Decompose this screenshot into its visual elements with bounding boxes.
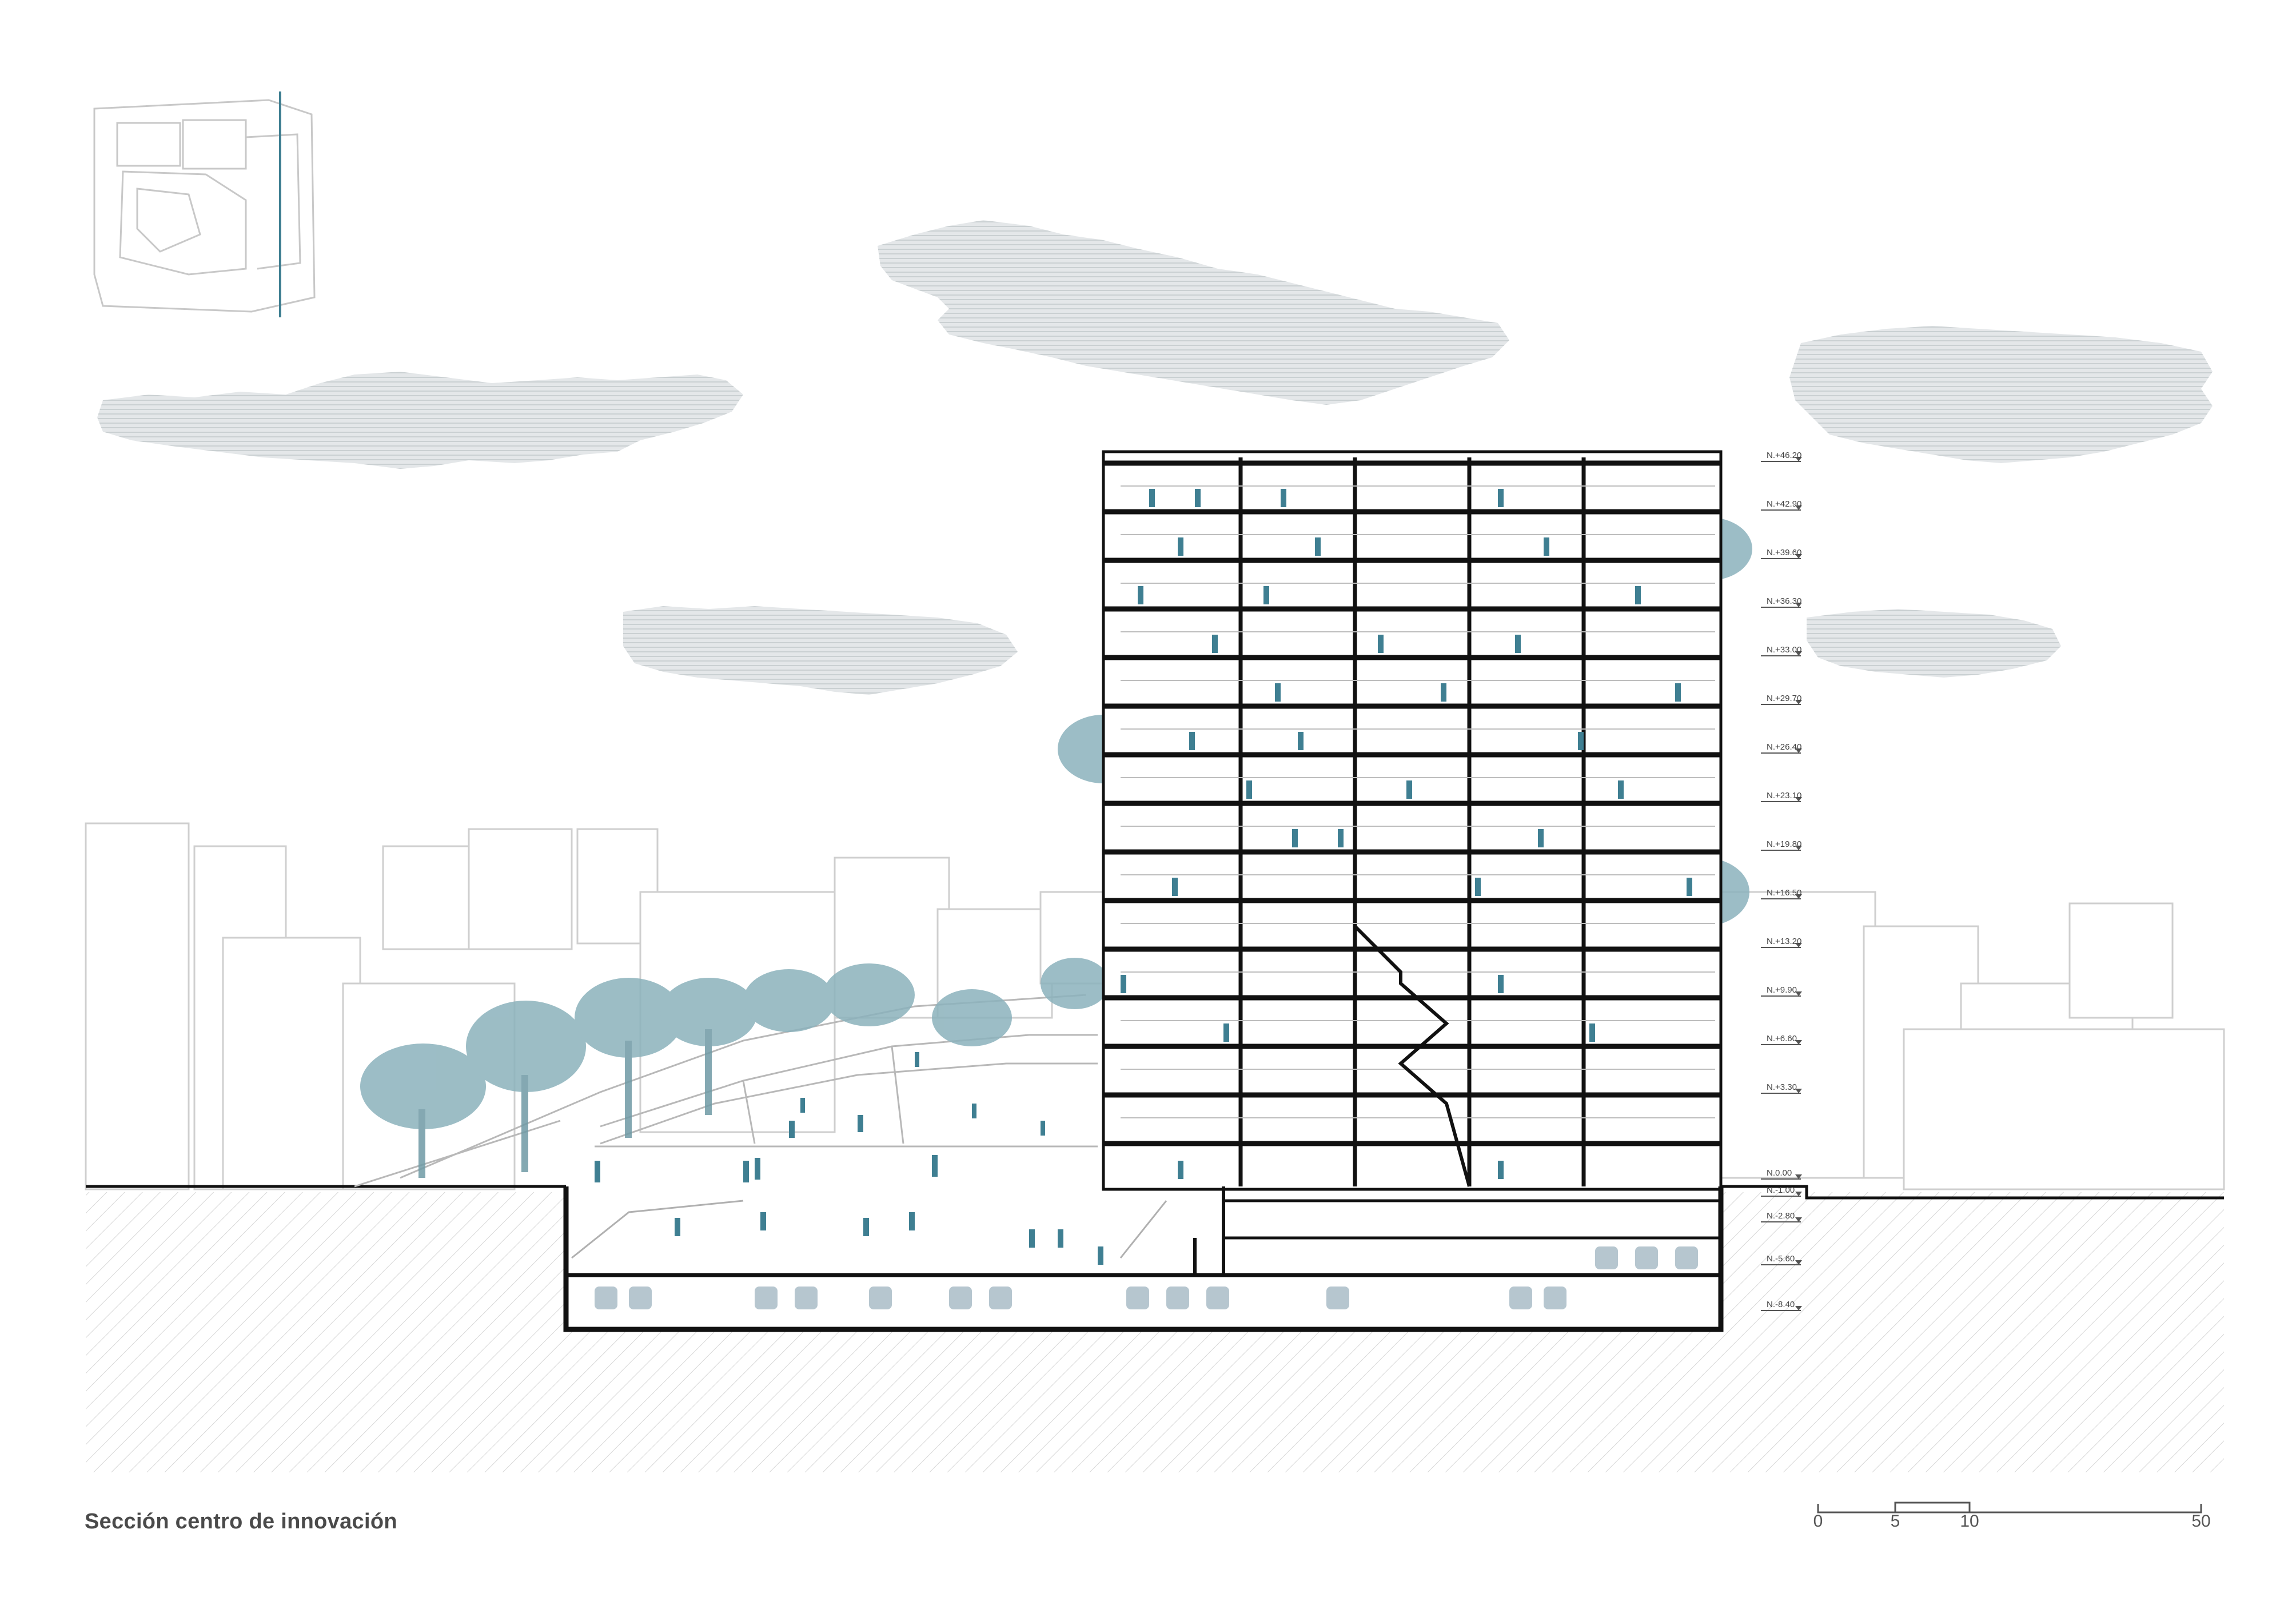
level-marker-label: N.-1.00 xyxy=(1767,1185,1795,1195)
level-marker-label: N.+23.10 xyxy=(1767,791,1801,800)
level-markers: N.+46.20N.+42.90N.+39.60N.+36.30N.+33.00… xyxy=(1761,451,1802,1311)
level-marker-arrow xyxy=(1795,1306,1802,1311)
level-marker-arrow xyxy=(1795,1089,1802,1093)
level-marker-label: N.+16.50 xyxy=(1767,888,1801,898)
trees xyxy=(360,517,1752,1178)
scale-label-10: 10 xyxy=(1960,1512,1979,1531)
level-marker-arrow xyxy=(1795,846,1802,850)
level-marker-label: N.-8.40 xyxy=(1767,1300,1795,1309)
level-marker-label: N.+42.90 xyxy=(1767,499,1801,509)
level-marker-label: N.+9.90 xyxy=(1767,985,1797,995)
level-marker-label: N.+33.00 xyxy=(1767,645,1801,655)
floor-slabs xyxy=(1103,460,1721,1146)
level-marker-arrow xyxy=(1795,700,1802,704)
scale-bar xyxy=(1817,1501,2202,1514)
scale-label-5: 5 xyxy=(1890,1512,1900,1531)
level-marker-label: N.+46.20 xyxy=(1767,451,1801,460)
key-plan xyxy=(93,91,316,317)
plaza-people xyxy=(595,1052,1045,1182)
level-marker-label: N.+29.70 xyxy=(1767,694,1801,703)
level-marker-label: N.+6.60 xyxy=(1767,1034,1797,1044)
level-marker-label: N.-2.80 xyxy=(1767,1211,1795,1221)
cars xyxy=(595,1246,1698,1309)
level-marker-arrow xyxy=(1795,603,1802,607)
scale-label-0: 0 xyxy=(1813,1512,1823,1531)
level-marker-arrow xyxy=(1795,943,1802,947)
level-marker-arrow xyxy=(1795,1174,1802,1179)
level-marker-arrow xyxy=(1795,651,1802,656)
level-marker-label: N.-5.60 xyxy=(1767,1254,1795,1264)
clouds xyxy=(97,220,2213,695)
level-marker-arrow xyxy=(1795,1192,1802,1196)
tower-section xyxy=(1102,450,1723,1191)
level-marker-arrow xyxy=(1795,991,1802,996)
context-buildings xyxy=(85,822,2225,1190)
level-marker-label: N.+19.80 xyxy=(1767,839,1801,849)
level-marker-arrow xyxy=(1795,457,1802,461)
level-marker-arrow xyxy=(1795,1217,1802,1222)
level-marker-label: N.+39.60 xyxy=(1767,548,1801,557)
basement-occupants xyxy=(675,1212,1103,1265)
level-marker-arrow xyxy=(1795,894,1802,899)
basement-section xyxy=(563,1186,1724,1332)
level-marker-label: N.+26.40 xyxy=(1767,742,1801,752)
level-marker-arrow xyxy=(1795,748,1802,753)
level-marker-label: N.+13.20 xyxy=(1767,937,1801,946)
ground-line xyxy=(86,1185,2224,1200)
scale-label-50: 50 xyxy=(2191,1512,2211,1531)
level-marker-arrow xyxy=(1795,1260,1802,1265)
level-marker-label: N.+3.30 xyxy=(1767,1082,1797,1092)
level-marker-label: N.0.00 xyxy=(1767,1168,1792,1178)
level-marker-arrow xyxy=(1795,797,1802,802)
occupants xyxy=(1121,489,1692,1179)
level-marker-arrow xyxy=(1795,505,1802,510)
stair xyxy=(1353,925,1471,1187)
level-marker-arrow xyxy=(1795,554,1802,559)
level-marker-label: N.+36.30 xyxy=(1767,596,1801,606)
drawing-caption: Sección centro de innovación xyxy=(85,1510,397,1534)
level-marker-arrow xyxy=(1795,1040,1802,1045)
